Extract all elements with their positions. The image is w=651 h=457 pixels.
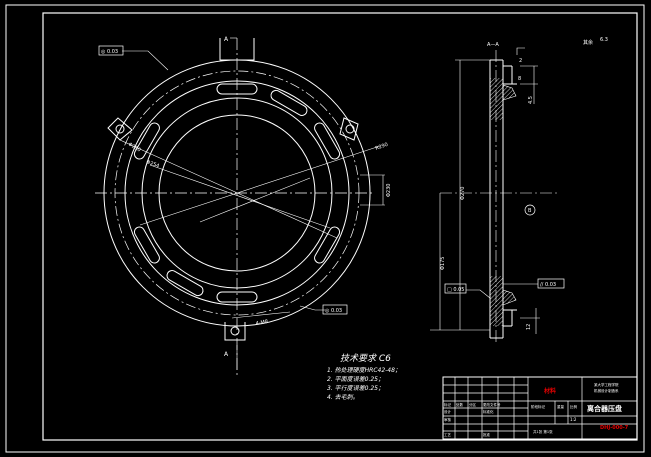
tb-r2-c3: 标准化 bbox=[483, 409, 494, 414]
tb-r1-c4: 更改文件号 bbox=[483, 402, 501, 407]
inner-ring-1 bbox=[124, 80, 350, 306]
section-marker-bottom: A bbox=[224, 351, 229, 358]
dim-4m8: 4-M8 bbox=[255, 319, 268, 327]
outer-frame bbox=[5, 4, 645, 453]
note-3: 3. 平行度误差0.25； bbox=[327, 384, 384, 392]
dim-r290: R290 bbox=[375, 142, 389, 152]
lugs bbox=[107, 38, 359, 341]
profile-bottom bbox=[502, 289, 517, 306]
part-name: 离合器压盘 bbox=[587, 404, 622, 413]
tb-r4-c3: 批准 bbox=[483, 432, 491, 437]
dim-4-5: 4.5 bbox=[528, 96, 534, 104]
slots bbox=[133, 83, 341, 303]
dim-8: 8 bbox=[518, 76, 521, 82]
gdt-frame-bottom: ◎ 0.03 bbox=[322, 304, 348, 315]
note-2: 2. 平面度误差0.25； bbox=[327, 375, 384, 383]
note-4: 4. 去毛刺。 bbox=[327, 393, 359, 401]
notes-header: 技术要求 C6 bbox=[340, 353, 391, 364]
roughness-note: 其余 bbox=[583, 39, 593, 46]
tb-r1-c1: 标记 bbox=[444, 402, 452, 407]
section-marker-top: A bbox=[224, 36, 229, 43]
school-line-2: 机械设计制造系 bbox=[594, 388, 619, 393]
gdt-frame-top: ◎ 0.03 bbox=[98, 45, 124, 56]
svg-text:◎ 0.03: ◎ 0.03 bbox=[325, 308, 342, 314]
profile-top bbox=[502, 84, 517, 101]
gdt-leader-top bbox=[122, 50, 169, 71]
front-view bbox=[95, 37, 385, 375]
datum-b: B bbox=[524, 204, 536, 216]
tb-r1-c2: 处数 bbox=[456, 402, 464, 407]
note-1: 1. 热处理硬度HRC42-48； bbox=[327, 366, 401, 374]
weight-label: 重量 bbox=[557, 404, 565, 409]
roughness-value: 6.3 bbox=[600, 37, 608, 43]
tb-r1-c3: 分区 bbox=[469, 402, 477, 407]
svg-text:// 0.03: // 0.03 bbox=[540, 282, 556, 288]
dim-lines bbox=[119, 37, 385, 370]
bolt-circle bbox=[114, 70, 360, 316]
school-line-1: 某大学工程学院 bbox=[594, 382, 619, 387]
hatch-bottom bbox=[490, 276, 503, 326]
dim-phi230: Φ230 bbox=[386, 184, 392, 197]
gdt-leader-right bbox=[299, 305, 325, 311]
dim-2: 2 bbox=[519, 58, 522, 64]
svg-text:◎ 0.03: ◎ 0.03 bbox=[101, 49, 118, 55]
svg-text:□ 0.05: □ 0.05 bbox=[447, 287, 464, 293]
dim-phi175: Φ175 bbox=[440, 257, 446, 270]
dim-phi254: Φ254 bbox=[145, 159, 160, 169]
section-title: A—A bbox=[487, 42, 499, 48]
gdt-frame-parallel: // 0.03 bbox=[537, 278, 565, 289]
material-stamp: 材料 bbox=[543, 387, 556, 395]
gdt-frame-section: □ 0.05 bbox=[444, 283, 467, 294]
bore bbox=[158, 114, 316, 272]
inner-ring-2 bbox=[141, 97, 333, 289]
drawing-number: DHJ-000-7 bbox=[600, 425, 629, 431]
tb-r3-c1: 审核 bbox=[444, 417, 452, 422]
tb-r4-c1: 工艺 bbox=[444, 432, 452, 437]
dim-phi270: Φ270 bbox=[460, 187, 466, 200]
dim-12: 12 bbox=[526, 324, 532, 330]
ratio-label: 比例 bbox=[570, 404, 578, 409]
title-block bbox=[442, 376, 638, 440]
sheet-label: 共1张 第1张 bbox=[533, 429, 553, 434]
inner-frame bbox=[42, 12, 638, 441]
svg-text:B: B bbox=[528, 208, 532, 214]
technical-notes: 技术要求 C6 1. 热处理硬度HRC42-48； 2. 平面度误差0.25； … bbox=[327, 353, 401, 401]
dim-phi290: Φ290 bbox=[127, 142, 142, 154]
hatch-top bbox=[490, 78, 503, 120]
scale-value: 1:2 bbox=[570, 417, 577, 422]
tb-r2-c1: 设计 bbox=[444, 409, 452, 414]
stage-label: 阶段标记 bbox=[531, 404, 545, 409]
